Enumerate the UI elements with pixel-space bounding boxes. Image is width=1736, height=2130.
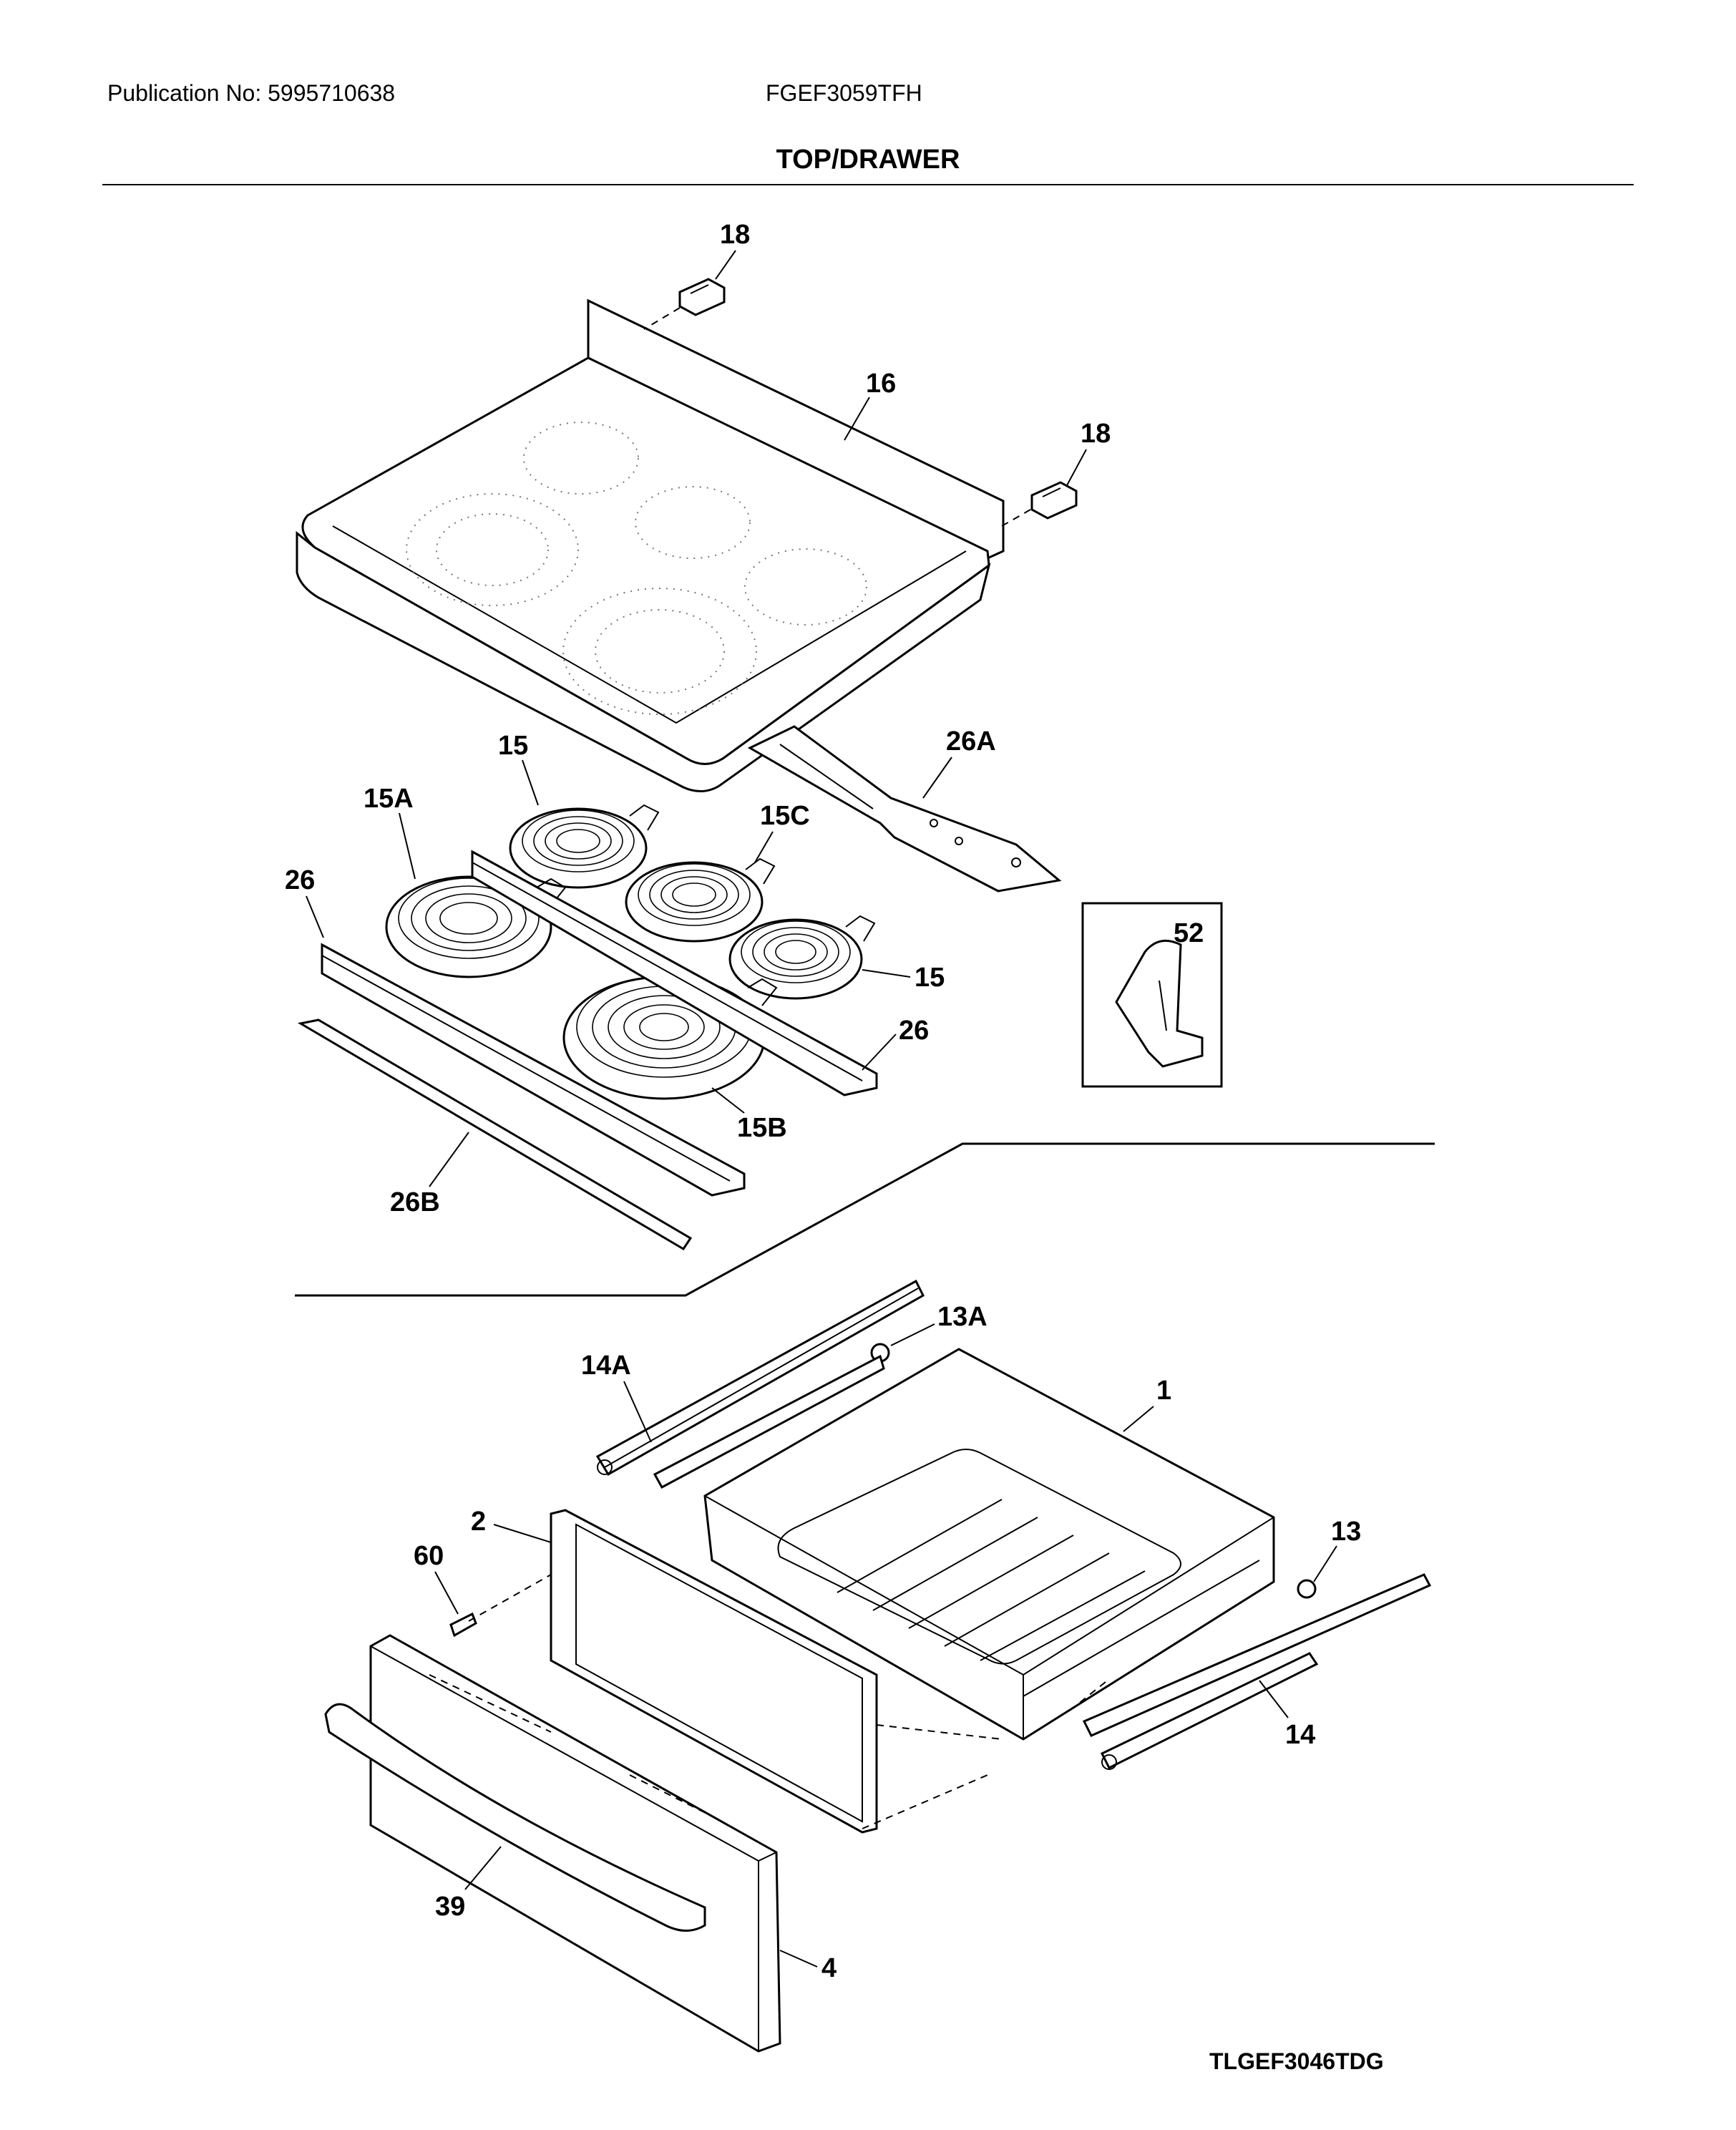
drawer-rail-14A[interactable] — [595, 1279, 925, 1477]
callout-14A: 14A — [581, 1351, 631, 1381]
element-bracket-26-left[interactable] — [321, 943, 746, 1197]
element-bracket-26-right[interactable] — [471, 850, 878, 1096]
callout-15B: 15B — [737, 1113, 787, 1143]
callout-26-left: 26 — [285, 865, 315, 895]
drawer-inner-panel-2[interactable] — [550, 1509, 878, 1834]
cooktop-glass-top[interactable] — [296, 298, 1005, 792]
inset-box-52[interactable] — [1081, 902, 1223, 1088]
callout-4: 4 — [821, 1953, 837, 1983]
trim-strip-26B[interactable] — [297, 1018, 693, 1251]
callout-39: 39 — [435, 1892, 465, 1922]
callout-26B: 26B — [390, 1187, 440, 1217]
callout-13: 13 — [1331, 1517, 1361, 1547]
drawing-code: TLGEF3046TDG — [1209, 2048, 1384, 2074]
section-break-line — [295, 1142, 1435, 1297]
callout-18-top: 18 — [720, 220, 750, 250]
callout-15C: 15C — [760, 801, 810, 831]
roller-13[interactable] — [1297, 1579, 1317, 1599]
callout-15-rear: 15 — [498, 731, 528, 761]
callout-13A: 13A — [937, 1302, 988, 1332]
surface-element-15B[interactable] — [562, 976, 778, 1100]
callout-15A: 15A — [364, 784, 414, 814]
callout-14: 14 — [1285, 1720, 1315, 1750]
callout-15-front: 15 — [915, 963, 945, 993]
callout-18-right: 18 — [1081, 419, 1111, 449]
callout-16: 16 — [866, 369, 896, 399]
callout-52: 52 — [1174, 918, 1204, 948]
callout-2: 2 — [471, 1507, 486, 1537]
callout-60: 60 — [414, 1541, 444, 1571]
drawer-body-1[interactable] — [703, 1348, 1275, 1741]
bracket-18-left[interactable] — [678, 278, 726, 316]
drawer-front-panel-4[interactable] — [369, 1634, 781, 2053]
element-bracket-26A[interactable] — [747, 725, 1062, 893]
model-number: FGEF3059TFH — [766, 80, 922, 106]
callout-26A: 26A — [946, 726, 996, 757]
surface-element-15-rear[interactable] — [509, 804, 660, 889]
drawer-rail-14[interactable] — [1082, 1573, 1432, 1770]
publication-number: Publication No: 5995710638 — [107, 80, 396, 106]
drawer-handle-39[interactable] — [324, 1703, 706, 1932]
surface-element-15A[interactable] — [385, 875, 567, 978]
callout-1: 1 — [1156, 1376, 1171, 1406]
screw-60[interactable] — [449, 1612, 477, 1638]
header-divider — [102, 184, 1634, 185]
section-title: TOP/DRAWER — [776, 145, 960, 175]
callout-26-right: 26 — [899, 1016, 929, 1046]
bracket-18-right[interactable] — [1030, 481, 1078, 520]
surface-element-15C[interactable] — [625, 857, 776, 943]
